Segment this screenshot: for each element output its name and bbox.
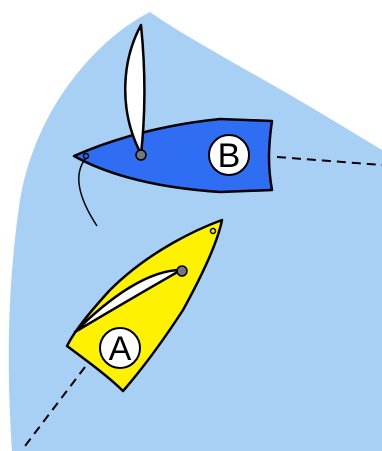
boat-a-sail xyxy=(73,268,183,334)
boat-b-painter-rope xyxy=(78,157,98,227)
boat-a-wake-line xyxy=(24,366,86,447)
boat-a-label: A xyxy=(109,330,132,368)
boat-b-wake-line xyxy=(276,156,382,166)
boat-b-label: B xyxy=(218,137,241,175)
boat-b-label-circle xyxy=(208,134,250,176)
boat-a: A xyxy=(65,218,224,393)
boat-b-mast xyxy=(135,149,147,161)
boat-a-label-circle xyxy=(99,327,141,369)
boat-a-bow-eye xyxy=(209,227,217,235)
boat-b: B xyxy=(72,23,274,227)
boat-a-mast xyxy=(176,265,188,277)
